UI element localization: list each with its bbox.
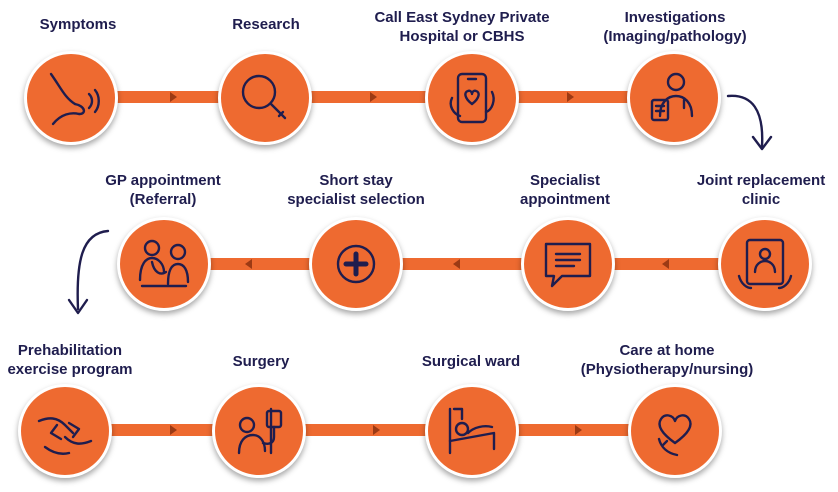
chat-bubble-icon: [544, 242, 592, 288]
step-node-gp: [117, 217, 211, 311]
patient-drip-icon: [237, 407, 283, 455]
connector-arrow: [373, 425, 380, 435]
step-label-gp: GP appointment (Referral): [105, 172, 221, 208]
step-label-investigations: Investigations (Imaging/pathology): [603, 9, 747, 45]
turn-arrow-right: [722, 88, 778, 160]
medical-cross-icon: [336, 244, 376, 284]
step-node-specialist: [521, 217, 615, 311]
turn-arrow-left: [58, 225, 114, 320]
connector-bar-row-3: [60, 424, 680, 436]
connector-arrow: [170, 425, 177, 435]
step-node-home: [628, 384, 722, 478]
doctor-clipboard-icon: [650, 72, 694, 122]
connector-arrow: [662, 259, 669, 269]
connector-arrow: [453, 259, 460, 269]
heart-hand-icon: [657, 414, 692, 457]
step-label-surgery: Surgery: [232, 353, 290, 370]
connector-bar-row-1: [70, 91, 700, 103]
connector-arrow: [245, 259, 252, 269]
step-label-research: Research: [232, 16, 300, 33]
step-node-short-stay: [309, 217, 403, 311]
step-node-ward: [425, 384, 519, 478]
step-node-research: [218, 51, 312, 145]
step-label-prehab: Prehabilitation exercise program: [7, 342, 133, 378]
hospital-bed-icon: [448, 407, 496, 455]
step-label-call: Call East Sydney Private Hospital or CBH…: [374, 9, 550, 45]
step-label-specialist: Specialist appointment: [520, 172, 610, 208]
step-label-joint-clinic: Joint replacement clinic: [696, 172, 826, 208]
step-node-investigations: [627, 51, 721, 145]
magnifier-icon: [241, 74, 287, 120]
step-node-symptoms: [24, 51, 118, 145]
step-label-short-stay: Short stay specialist selection: [287, 172, 425, 208]
step-node-surgery: [212, 384, 306, 478]
tablet-doctor-icon: [737, 238, 793, 290]
connector-arrow: [170, 92, 177, 102]
phone-heart-icon: [449, 72, 495, 124]
step-node-prehab: [18, 384, 112, 478]
connector-arrow: [370, 92, 377, 102]
connector-arrow: [567, 92, 574, 102]
helping-hands-icon: [37, 417, 93, 455]
step-node-joint-clinic: [718, 217, 812, 311]
knee-pain-icon: [49, 72, 100, 126]
step-label-symptoms: Symptoms: [39, 16, 117, 33]
step-label-home: Care at home (Physiotherapy/nursing): [580, 342, 754, 378]
step-node-call: [425, 51, 519, 145]
step-label-ward: Surgical ward: [421, 353, 521, 370]
stethoscope-exam-icon: [138, 239, 190, 288]
connector-arrow: [575, 425, 582, 435]
